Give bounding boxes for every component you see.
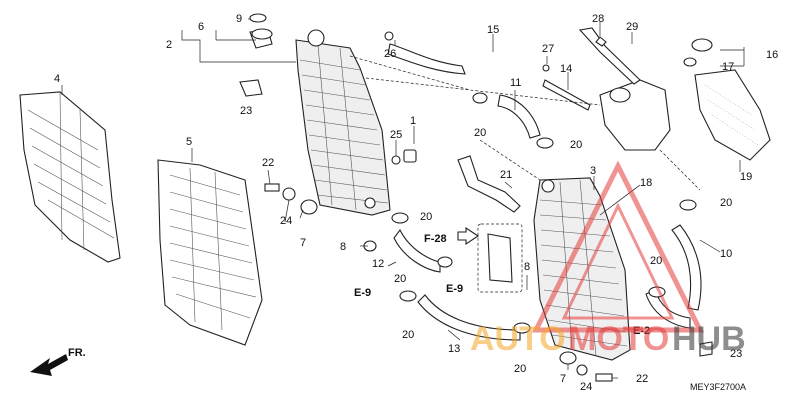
front-direction-arrow-icon bbox=[30, 354, 68, 376]
diagram-code: MEY3F2700A bbox=[690, 382, 746, 392]
callout-3: 3 bbox=[590, 165, 596, 177]
callout-8-left: 8 bbox=[340, 241, 346, 253]
radiator-cap-assembly bbox=[249, 13, 273, 49]
front-direction-label: FR. bbox=[68, 347, 86, 359]
callout-11: 11 bbox=[510, 77, 521, 89]
callout-22-left: 22 bbox=[262, 157, 274, 169]
callout-2: 2 bbox=[166, 39, 172, 51]
callout-28: 28 bbox=[592, 13, 604, 25]
callout-20-a: 20 bbox=[474, 127, 486, 139]
callout-20-h: 20 bbox=[514, 363, 526, 375]
hose-clamps bbox=[391, 92, 697, 334]
small-hardware bbox=[239, 31, 713, 382]
watermark-text-auto: AUTO bbox=[470, 320, 566, 358]
callout-24-left: 24 bbox=[280, 215, 292, 227]
callout-7-left: 7 bbox=[300, 237, 306, 249]
callout-27: 27 bbox=[542, 43, 554, 55]
radiator-grille-5 bbox=[157, 159, 263, 346]
callout-26: 26 bbox=[384, 48, 396, 60]
watermark-text-moto: MOTO bbox=[568, 320, 669, 358]
callout-23-left: 23 bbox=[240, 105, 252, 117]
ref-label-e9-right: E-9 bbox=[446, 283, 463, 295]
watermark-text-hub: HUB bbox=[672, 320, 746, 358]
callout-1: 1 bbox=[410, 115, 416, 127]
leader-lines bbox=[61, 18, 745, 379]
radiator-left bbox=[295, 29, 391, 216]
callout-29: 29 bbox=[626, 21, 638, 33]
callout-21: 21 bbox=[500, 169, 512, 181]
callout-6: 6 bbox=[198, 21, 204, 33]
callout-14: 14 bbox=[560, 63, 572, 75]
radiator-right-3 bbox=[533, 177, 631, 361]
heat-guard-19 bbox=[694, 69, 771, 161]
callout-8-right: 8 bbox=[524, 261, 530, 273]
callout-20-f: 20 bbox=[394, 273, 406, 285]
ref-label-f28: F-28 bbox=[424, 233, 447, 245]
autmotohub-watermark-logo: AUTO MOTO HUB bbox=[470, 160, 746, 358]
callout-7-right: 7 bbox=[560, 373, 566, 385]
callout-23-right: 23 bbox=[730, 348, 742, 360]
callout-17: 17 bbox=[722, 61, 734, 73]
callout-22-right: 22 bbox=[636, 373, 648, 385]
callout-12: 12 bbox=[372, 258, 384, 270]
reserve-tank bbox=[599, 79, 671, 151]
callout-5: 5 bbox=[186, 136, 192, 148]
callout-15: 15 bbox=[487, 24, 499, 36]
callout-19: 19 bbox=[740, 171, 752, 183]
callout-4: 4 bbox=[54, 73, 60, 85]
callout-20-b: 20 bbox=[570, 139, 582, 151]
callout-18: 18 bbox=[640, 177, 652, 189]
callout-16: 16 bbox=[766, 49, 778, 61]
callout-13: 13 bbox=[448, 343, 460, 355]
callout-9: 9 bbox=[236, 13, 242, 25]
callout-20-d: 20 bbox=[650, 255, 662, 267]
callout-20-g: 20 bbox=[402, 329, 414, 341]
callout-24-right: 24 bbox=[580, 381, 592, 393]
radiator-shroud-4 bbox=[19, 91, 121, 263]
callout-10: 10 bbox=[720, 248, 732, 260]
callout-20-c: 20 bbox=[720, 197, 732, 209]
brackets bbox=[457, 155, 523, 293]
ref-label-e9-left: E-9 bbox=[354, 287, 371, 299]
callout-20-e: 20 bbox=[420, 211, 432, 223]
callout-25: 25 bbox=[390, 129, 402, 141]
reserve-tank-cap bbox=[683, 38, 713, 67]
f28-arrow-icon bbox=[457, 226, 479, 246]
